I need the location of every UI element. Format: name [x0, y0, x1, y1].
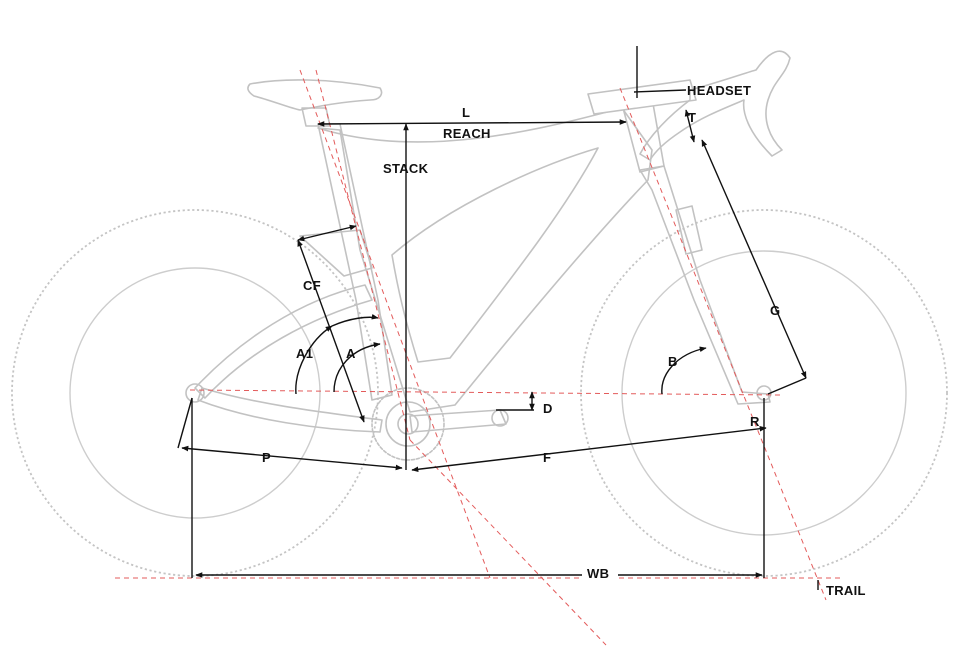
labels: L REACH STACK HEADSET T G CF A1 A B D P …: [262, 83, 866, 598]
label-f: F: [543, 450, 551, 465]
front-centre-dimension: [411, 425, 767, 473]
label-reach: REACH: [443, 126, 491, 141]
rear-rim: [69, 267, 321, 519]
chain-stays: [197, 387, 383, 433]
rear-wheel: [11, 209, 379, 577]
label-trail: TRAIL: [826, 583, 866, 598]
label-t: T: [688, 110, 696, 125]
dimension-lines: [177, 46, 819, 590]
bb-extension: [409, 439, 607, 646]
frame-window: [391, 147, 599, 363]
label-wb-bg: [582, 564, 618, 582]
cf-top-tick: [297, 224, 357, 242]
seat-angle-line: [315, 69, 411, 441]
front-tyre: [580, 209, 948, 577]
label-r: R: [750, 414, 760, 429]
fork: [639, 165, 771, 405]
angle-a1-arc: [295, 325, 333, 395]
reference-lines: [115, 69, 840, 646]
headset-leader: [633, 89, 687, 93]
headtube-dimension: [684, 109, 696, 143]
label-b: B: [668, 354, 678, 369]
seat-stays: [194, 284, 373, 399]
chainring-inner: [385, 401, 431, 447]
label-g: G: [770, 303, 780, 318]
label-a: A: [346, 346, 356, 361]
label-stack: STACK: [383, 161, 429, 176]
saddle: [247, 79, 383, 111]
label-cf: CF: [303, 278, 321, 293]
handlebar-drop: [639, 50, 791, 161]
crank-arm: [409, 409, 507, 433]
reach-dimension: [317, 119, 627, 127]
stem: [587, 79, 697, 115]
fork-length-tick: [767, 377, 807, 395]
pedal-axle: [491, 409, 509, 427]
chainstay-dimension: [181, 445, 403, 471]
label-wb: WB: [587, 566, 609, 581]
steering-axis: [619, 87, 827, 601]
bike-frame: [185, 50, 791, 461]
axle-line: [189, 389, 781, 396]
angle-a-arc: [333, 342, 381, 393]
chainstay-tick: [177, 397, 193, 449]
fork-length-dimension: [701, 139, 807, 379]
rear-axle: [185, 383, 205, 403]
seat-tube-axis: [299, 69, 491, 579]
label-headset: HEADSET: [687, 83, 751, 98]
label-a1: A1: [296, 346, 313, 361]
cf-dimension: [297, 239, 365, 423]
bottom-bracket: [397, 413, 419, 435]
label-d: D: [543, 401, 553, 416]
chainring: [371, 387, 445, 461]
front-triangle: [317, 107, 653, 413]
label-p: P: [262, 450, 271, 465]
rear-tyre: [11, 209, 379, 577]
angle-b-arc: [661, 346, 707, 395]
angle-a1-arc-top: [331, 314, 379, 327]
label-l: L: [462, 105, 470, 120]
